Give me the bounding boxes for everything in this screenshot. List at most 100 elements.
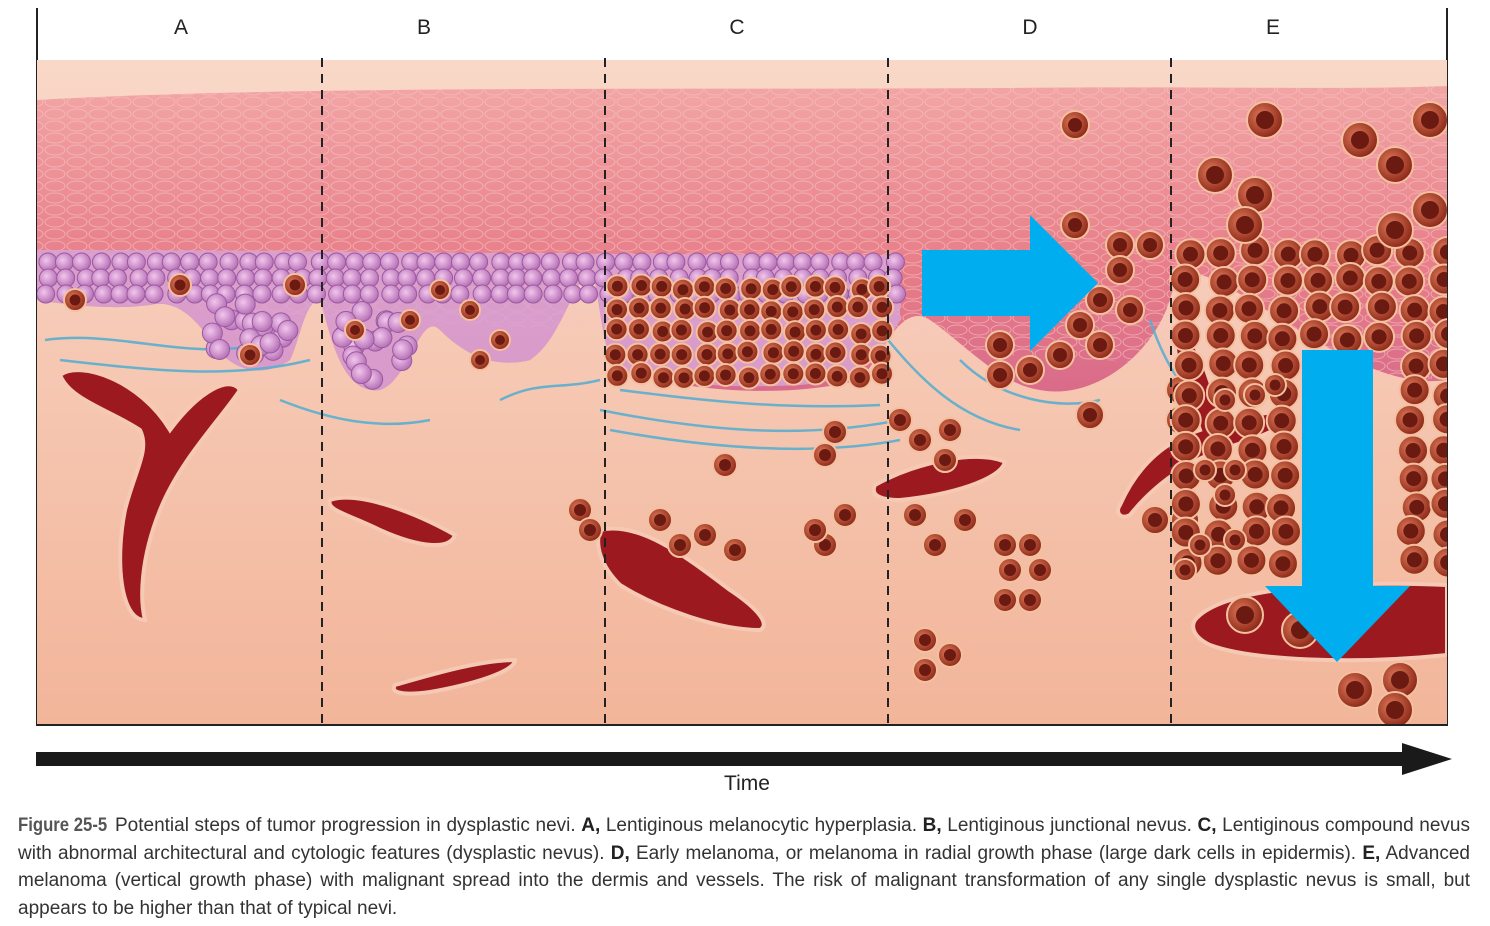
basal-cell [37,284,56,304]
cell-nucleus [929,539,941,551]
cell-nucleus [699,302,711,314]
cell-nucleus [174,279,186,291]
caption-key-a: A, [581,815,601,836]
basal-cell [379,252,399,272]
skin-cross-section-illustration [36,8,1452,775]
basal-cell [56,268,76,288]
caption-key-b: B, [922,815,942,836]
cell-nucleus [839,509,851,521]
cell-nucleus [729,544,741,556]
cell-nucleus [657,372,669,384]
basal-cell [236,268,256,288]
cell-nucleus [679,303,691,315]
cell-nucleus [720,369,732,381]
cell-nucleus [819,449,831,461]
cell-nucleus [1244,442,1260,458]
cell-nucleus [698,281,710,293]
caption-text-a: Lentiginous melanocytic hyperplasia. [600,815,923,836]
basal-cell [846,252,866,272]
basal-cell [200,268,220,288]
caption-intro: Potential steps of tumor progression in … [109,815,582,836]
figure-number: Figure 25-5 [18,815,108,836]
cell-nucleus [1241,357,1257,373]
cell-nucleus [1246,186,1264,204]
cell-nucleus [809,281,821,293]
basal-cell [345,252,365,272]
cell-nucleus [1269,379,1281,391]
cell-nucleus [1004,564,1016,576]
basal-cell [54,252,74,272]
cell-nucleus [611,304,623,316]
cell-nucleus [1213,415,1229,431]
cell-nucleus [1249,499,1265,515]
cell-nucleus [1369,242,1385,258]
cell-nucleus [1024,594,1036,606]
melanocyte-cell [1431,403,1447,436]
tumor-progression-figure: A B C D E [36,8,1452,775]
basal-cell [758,252,778,272]
cell-nucleus [1247,328,1263,344]
basal-cell [251,311,273,333]
cell-nucleus [1406,471,1422,487]
caption-text-e: Advanced melanoma (vertical growth phase… [18,842,1470,919]
cell-nucleus [1278,358,1294,374]
melanocyte-cell [1432,318,1447,350]
cell-nucleus [743,372,755,384]
cell-nucleus [914,434,926,446]
panel-label-b: B [416,16,432,39]
panel-label-e: E [1265,16,1281,39]
basal-cell [577,268,597,288]
cell-nucleus [1402,412,1418,428]
basal-cell [416,252,436,272]
cell-nucleus [1148,513,1162,527]
panel-label-c: C [729,16,745,39]
cell-nucleus [1280,246,1296,262]
cell-nucleus [1273,500,1289,516]
cell-nucleus [819,539,831,551]
caption-text-d: Early melanoma, or melanoma in radial gr… [629,842,1363,864]
basal-cell [863,252,883,272]
basal-cell [540,252,560,272]
cell-nucleus [788,345,800,357]
cell-nucleus [1181,388,1197,404]
cell-nucleus [1436,442,1447,458]
down-arrow-annotation [1265,350,1410,662]
cell-nucleus [1437,496,1447,512]
cell-nucleus [829,281,841,293]
basal-cell [614,252,634,272]
cell-nucleus [1248,523,1264,539]
cell-nucleus [744,325,756,337]
cell-nucleus [1409,328,1425,344]
cell-nucleus [654,514,666,526]
basal-cell [450,252,470,272]
basal-cell [252,284,272,304]
cell-nucleus [1306,326,1322,342]
cell-nucleus [574,504,586,516]
cell-nucleus [1178,300,1194,316]
cell-nucleus [855,328,867,340]
basal-cell [469,252,489,272]
cell-nucleus [1435,304,1447,320]
cell-nucleus [873,281,885,293]
cell-nucleus [809,524,821,536]
cell-nucleus [876,325,888,337]
basal-cell [198,252,218,272]
cell-nucleus [810,324,822,336]
figure-caption: Figure 25-5 Potential steps of tumor pro… [18,812,1470,922]
cell-nucleus [1068,218,1082,232]
cell-nucleus [1178,439,1194,455]
cell-nucleus [1312,299,1328,315]
cell-nucleus [636,280,648,292]
basal-cell [541,268,561,288]
cell-nucleus [1199,464,1211,476]
basal-cell [146,268,166,288]
basal-cell [126,284,146,304]
time-axis-label: Time [724,772,770,795]
cell-nucleus [609,349,621,361]
cell-nucleus [1401,273,1417,289]
basal-cell [381,268,401,288]
cell-nucleus [699,529,711,541]
basal-cell [666,252,686,272]
caption-text-b: Lentiginous junctional nevus. [941,815,1198,836]
cell-nucleus [584,524,596,536]
